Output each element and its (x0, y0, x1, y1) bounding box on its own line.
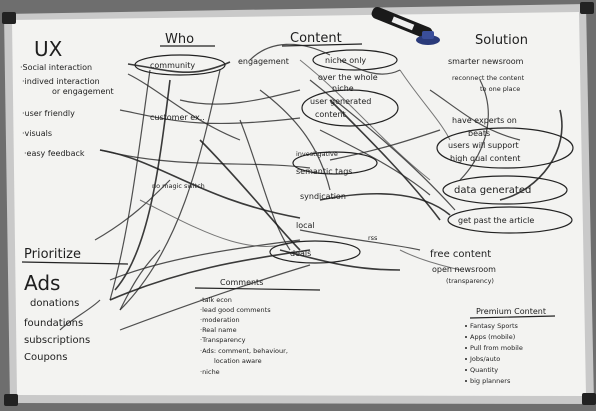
frame-corner-bl (4, 394, 18, 406)
comments-item: ·moderation (200, 316, 240, 324)
comments-item: location aware (214, 357, 262, 365)
who-item: community (150, 61, 195, 70)
content-item: deals (290, 249, 311, 258)
divider-lines (21, 43, 556, 319)
circled-items (134, 49, 574, 264)
content-item: local (296, 221, 315, 230)
who-item: no magic switch (152, 182, 205, 190)
comments-item: ·lead good comments (200, 306, 271, 314)
content-item: niche only (325, 56, 366, 65)
comments-item: ·Transparency (200, 336, 246, 344)
solution-item: smarter newsroom (448, 57, 524, 66)
premium-item: Jobs/auto (469, 355, 500, 363)
solution-item: open newsroom (432, 265, 496, 274)
revenue-item: Coupons (24, 352, 67, 363)
header-who: Who (165, 32, 194, 47)
ux-item: ·user friendly (22, 109, 75, 118)
revenue-item: subscriptions (24, 335, 90, 346)
content-item: semantic tags (296, 167, 352, 176)
content-item: over the whole (318, 73, 378, 82)
header-content: Content (290, 31, 342, 46)
content-item: syndication (300, 192, 346, 201)
solution-item: (transparency) (446, 277, 494, 285)
revenue-item: donations (30, 298, 79, 309)
premium-bullets (465, 325, 467, 382)
premium-item: big planners (470, 377, 511, 385)
prioritize-label: Prioritize (24, 247, 81, 262)
premium-item: Quantity (470, 366, 498, 374)
comments-item: ·talk econ (200, 296, 232, 304)
who-item: customer ex.. (150, 113, 205, 122)
ux-item: or engagement (52, 87, 114, 96)
who-item: engagement (238, 57, 289, 66)
premium-item: Fantasy Sports (470, 322, 519, 330)
frame-corner-br (582, 393, 596, 405)
comments-item: ·Ads: comment, behaviour, (200, 347, 288, 355)
solution-item: to one place (480, 85, 520, 93)
revenue-item: foundations (24, 318, 83, 329)
solution-item: get past the article (458, 216, 534, 225)
solution-item: beats (468, 129, 490, 138)
comments-item: ·Real name (200, 326, 237, 334)
solution-item: free content (430, 249, 491, 260)
board-surface (12, 12, 586, 396)
content-item: rss (368, 234, 378, 242)
header-ux: UX (34, 37, 63, 61)
ux-item: ·easy feedback (24, 149, 85, 158)
premium-item: Apps (mobile) (470, 333, 515, 341)
ux-item: ·Social interaction (20, 63, 92, 72)
ux-item: ·visuals (22, 129, 52, 138)
content-item: niche (332, 84, 354, 93)
header-solution: Solution (475, 33, 528, 48)
premium-item: Pull from mobile (470, 344, 523, 352)
marker-icon (371, 6, 433, 40)
premium-title: Premium Content (476, 307, 546, 316)
solution-item: data generated (454, 185, 531, 196)
comments-title: Comments (220, 278, 263, 287)
ux-item: ·indived interaction (22, 77, 100, 86)
frame-corner-tl (2, 12, 16, 24)
content-item: content (315, 110, 346, 119)
comments-item: ·niche (200, 368, 220, 376)
content-item: user generated (310, 97, 371, 106)
arrow-web (59, 43, 563, 331)
content-item: investigative (296, 150, 338, 158)
solution-item: users will support (448, 141, 519, 150)
magnet-icon (416, 31, 440, 45)
solution-item: reconnect the content (452, 74, 525, 82)
solution-item: high qual content (450, 154, 520, 163)
solution-item: have experts on (452, 116, 517, 125)
revenue-item: Ads (24, 271, 60, 295)
frame-corner-tr (580, 2, 594, 14)
